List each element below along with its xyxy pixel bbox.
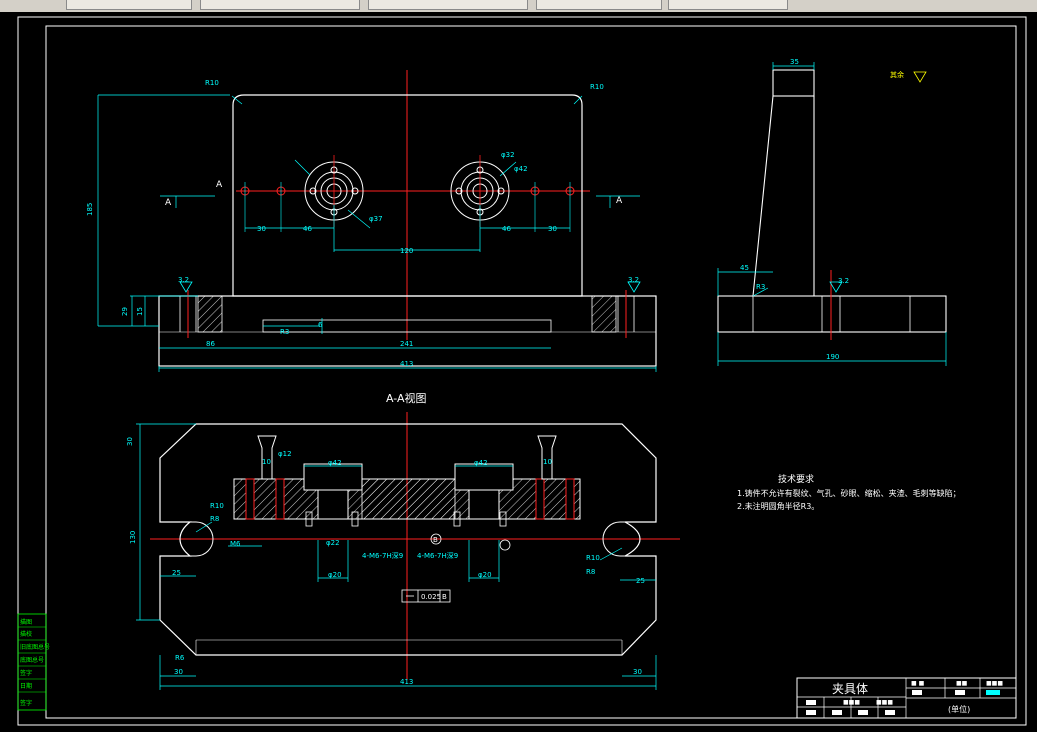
section-a-left: A xyxy=(216,180,223,190)
dim-15: 15 xyxy=(136,307,144,316)
dim-phi42: φ42 xyxy=(514,165,528,173)
dim-29: 29 xyxy=(121,307,129,316)
sec-dim-10: 10 xyxy=(262,458,271,466)
drawing-tab[interactable] xyxy=(66,0,192,10)
title-block: ■ ■ ■■ ■■■ ■■■ ■■■ 夹具体 (单位) xyxy=(796,677,1017,719)
stamp-row-2: 描校 xyxy=(20,630,32,638)
tolerance-datum: B xyxy=(442,593,447,601)
sec-dim-25-left: 25 xyxy=(172,569,181,577)
sec-dim-phi42-left: φ42 xyxy=(328,459,342,467)
dim-30-left: 30 xyxy=(257,225,266,233)
dim-413: 413 xyxy=(400,360,413,368)
dim-3-2-left: 3.2 xyxy=(178,276,189,284)
section-title: A-A视图 xyxy=(386,391,427,405)
dim-r10-left: R10 xyxy=(205,79,219,87)
sec-dim-phi20-left: φ20 xyxy=(328,571,342,579)
side-view: 35 45 R3 3.2 190 其余 xyxy=(717,58,947,366)
dim-3-2-right: 3.2 xyxy=(628,276,639,284)
sec-dim-r10-right: R10 xyxy=(586,554,600,562)
svg-text:■■■: ■■■ xyxy=(843,699,860,706)
roughness-note: 其余 xyxy=(890,70,904,79)
side-dim-r3: R3 xyxy=(756,283,765,291)
stamp-row-6: 日期 xyxy=(20,682,32,690)
sec-dim-phi12: φ12 xyxy=(278,450,292,458)
sec-dim-r8: R8 xyxy=(210,515,219,523)
side-dim-45: 45 xyxy=(740,264,749,272)
section-a-left-arrow: A xyxy=(165,198,172,208)
stamp-row-4: 底图总号 xyxy=(20,656,44,664)
svg-text:■■■: ■■■ xyxy=(876,699,893,706)
dim-r3: R3 xyxy=(280,328,289,336)
tolerance-value: 0.025 xyxy=(421,593,441,601)
dim-30-right: 30 xyxy=(548,225,557,233)
dim-phi32: φ32 xyxy=(501,151,515,159)
dim-46-left: 46 xyxy=(303,225,312,233)
svg-text:■■■: ■■■ xyxy=(986,680,1003,687)
dim-phi37: φ37 xyxy=(369,215,383,223)
sec-dim-10-right: 10 xyxy=(543,458,552,466)
window-tab-bar xyxy=(0,0,1037,12)
sec-dim-130: 130 xyxy=(129,531,137,544)
stamp-row-7: 签字 xyxy=(20,699,32,707)
side-dim-190: 190 xyxy=(826,353,839,361)
sec-dim-m6: M6 xyxy=(230,540,241,548)
tech-req-line-1: 1.铸件不允许有裂纹、气孔、砂眼、缩松、夹渣、毛刺等缺陷； xyxy=(737,488,961,498)
sec-note-left: 4-M6-7H深9 xyxy=(362,551,403,560)
front-view: R10 R10 30 46 46 30 120 φ32 φ42 φ37 185 … xyxy=(86,70,657,372)
stamp-row-3: 旧底图总号 xyxy=(20,643,50,651)
drawing-tab[interactable] xyxy=(368,0,528,10)
dim-241: 241 xyxy=(400,340,413,348)
datum-marker: B xyxy=(433,536,438,544)
side-dim-3-2: 3.2 xyxy=(838,277,849,285)
stamp-row-1: 描图 xyxy=(20,618,32,626)
sec-dim-413: 413 xyxy=(400,678,413,686)
tech-req-line-2: 2.未注明圆角半径R3。 xyxy=(737,501,819,511)
svg-text:■ ■: ■ ■ xyxy=(911,680,925,687)
inner-frame xyxy=(45,25,1017,719)
side-dim-35: 35 xyxy=(790,58,799,66)
sec-dim-30: 30 xyxy=(126,437,134,446)
sec-dim-phi42-right: φ42 xyxy=(474,459,488,467)
tech-req-title: 技术要求 xyxy=(778,473,814,485)
dim-6: 6 xyxy=(318,321,323,329)
sec-dim-phi22: φ22 xyxy=(326,539,340,547)
dim-46-right: 46 xyxy=(502,225,511,233)
dim-185: 185 xyxy=(86,203,94,216)
sec-dim-30-bottom-left: 30 xyxy=(174,668,183,676)
sec-dim-phi20-right: φ20 xyxy=(478,571,492,579)
dim-120: 120 xyxy=(400,247,413,255)
svg-text:■■: ■■ xyxy=(956,680,968,687)
sec-dim-r8-right: R8 xyxy=(586,568,595,576)
drawing-tab[interactable] xyxy=(668,0,788,10)
section-view: A-A视图 xyxy=(126,391,680,690)
dim-86: 86 xyxy=(206,340,215,348)
outer-frame xyxy=(17,16,1027,726)
technical-requirements: 技术要求 1.铸件不允许有裂纹、气孔、砂眼、缩松、夹渣、毛刺等缺陷； 2.未注明… xyxy=(737,473,961,511)
section-a-right-arrow: A xyxy=(616,196,623,206)
cad-drawing-canvas[interactable]: R10 R10 30 46 46 30 120 φ32 φ42 φ37 185 … xyxy=(0,12,1037,732)
title-block-name: 夹具体 xyxy=(832,682,868,696)
sec-dim-25-right: 25 xyxy=(636,577,645,585)
stamp-row-5: 签字 xyxy=(20,669,32,677)
sec-dim-r10: R10 xyxy=(210,502,224,510)
sec-dim-30-bottom-right: 30 xyxy=(633,668,642,676)
sec-note-right: 4-M6-7H深9 xyxy=(417,551,458,560)
drawing-tab[interactable] xyxy=(536,0,662,10)
title-block-unit: (单位) xyxy=(948,704,970,714)
left-stamp-box: 描图 描校 旧底图总号 底图总号 签字 日期 签字 xyxy=(17,613,50,711)
dim-r10-right: R10 xyxy=(590,83,604,91)
drawing-tab[interactable] xyxy=(200,0,360,10)
sec-dim-r6: R6 xyxy=(175,654,185,662)
